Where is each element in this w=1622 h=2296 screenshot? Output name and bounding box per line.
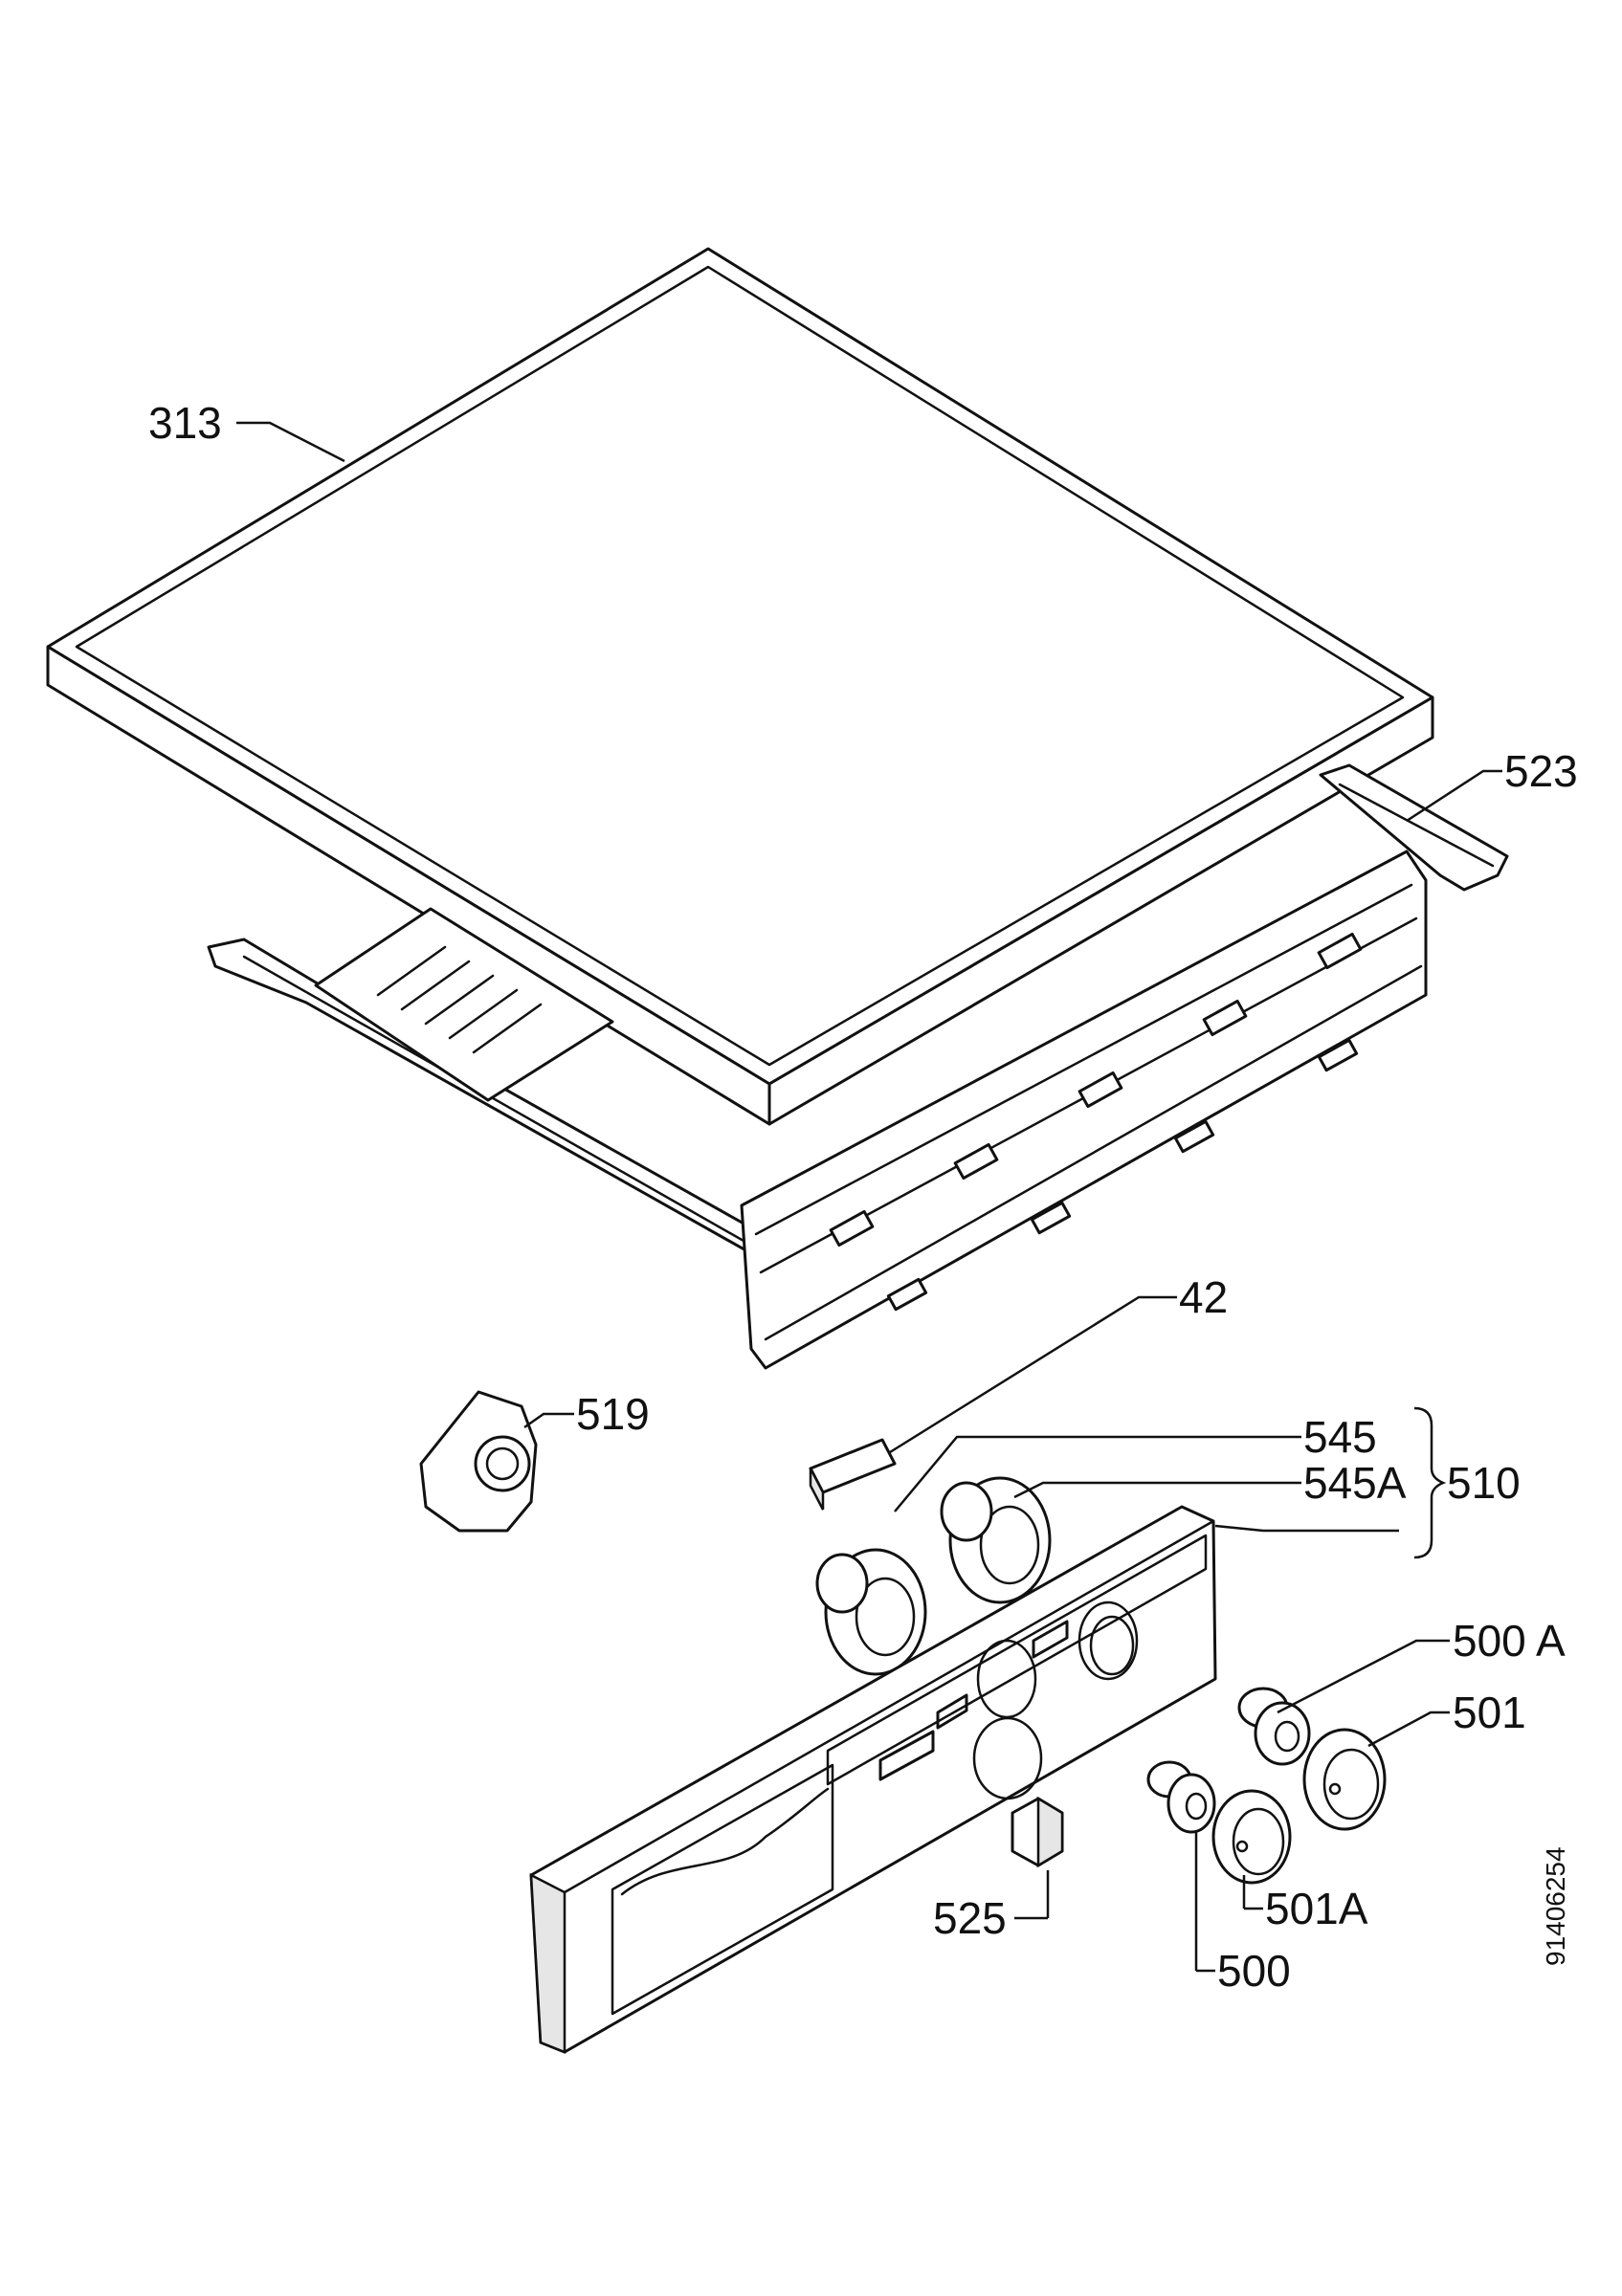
label-501: 501	[1453, 1688, 1526, 1737]
label-523: 523	[1504, 746, 1578, 796]
worktop-lid	[46, 247, 1434, 1126]
knob-501	[1302, 1728, 1387, 1831]
label-500a: 500 A	[1453, 1616, 1566, 1666]
label-501a: 501A	[1265, 1884, 1368, 1933]
knob-501a	[1211, 1789, 1292, 1885]
support-frame	[207, 763, 1509, 1370]
bracket-510	[1413, 1406, 1447, 1559]
label-519: 519	[576, 1389, 650, 1439]
ring-545a	[940, 1476, 1052, 1604]
label-42: 42	[1179, 1272, 1228, 1322]
label-545a: 545A	[1303, 1458, 1407, 1508]
label-545: 545	[1303, 1412, 1377, 1462]
control-panel-fascia	[529, 1505, 1217, 2054]
part-519-bracket	[419, 1390, 538, 1533]
document-code: 91406254	[1541, 1846, 1570, 1966]
part-525-switch	[1011, 1796, 1064, 1868]
label-510: 510	[1447, 1458, 1521, 1508]
label-525: 525	[933, 1893, 1007, 1943]
label-500: 500	[1217, 1946, 1291, 1996]
part-42-connector	[809, 1438, 897, 1511]
label-313: 313	[148, 398, 222, 448]
adaptor-500	[1146, 1760, 1216, 1834]
ring-545	[815, 1548, 927, 1676]
adaptor-500a	[1237, 1687, 1311, 1766]
leader-lines	[236, 421, 1502, 1973]
